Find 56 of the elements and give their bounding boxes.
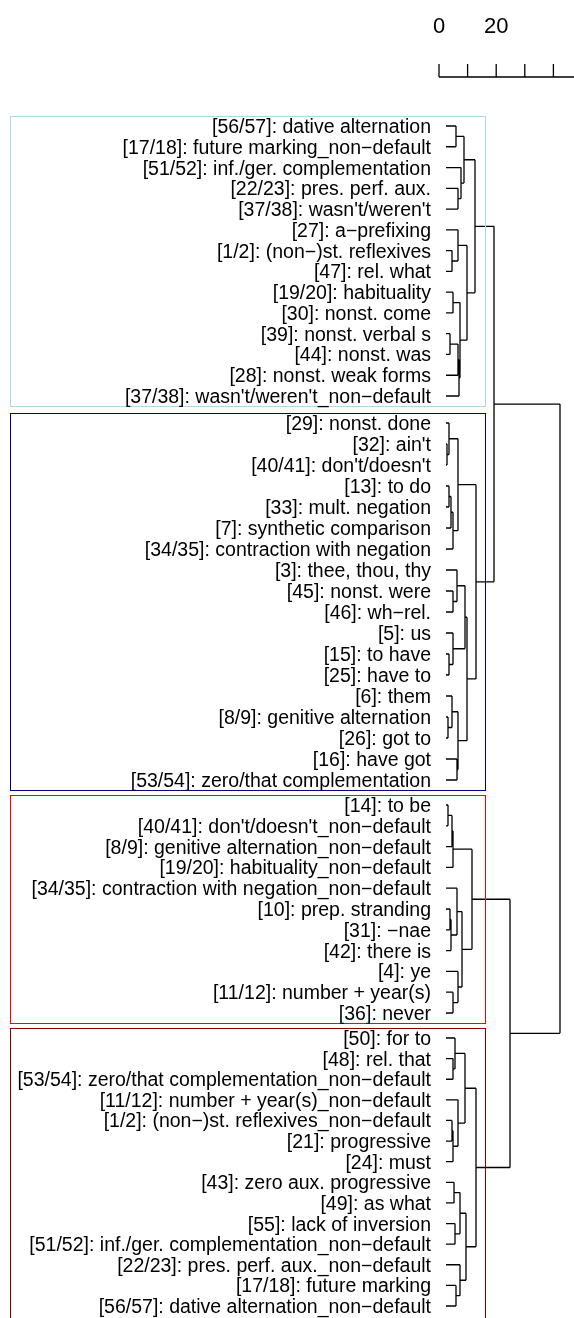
leaf-label: [26]: got to bbox=[338, 728, 431, 749]
leaf-label: [34/35]: contraction with negation bbox=[144, 539, 431, 560]
leaf-label: [47]: rel. what bbox=[313, 261, 431, 283]
leaf-label: [56/57]: dative alternation bbox=[212, 116, 431, 137]
leaf-label: [44]: nonst. was bbox=[294, 344, 431, 366]
leaf-label: [15]: to have bbox=[323, 644, 431, 665]
leaf-label: [40/41]: don't/doesn't bbox=[251, 455, 431, 476]
leaf-label: [34/35]: contraction with negation_non−default bbox=[31, 878, 431, 900]
leaf-label: [48]: rel. that bbox=[322, 1048, 431, 1070]
cluster-frame bbox=[10, 795, 486, 1024]
leaf-label: [19/20]: habituality bbox=[272, 282, 431, 304]
leaf-label: [45]: nonst. were bbox=[286, 581, 431, 602]
leaf-label: [29]: nonst. done bbox=[285, 413, 431, 434]
leaf-label: [31]: −nae bbox=[343, 919, 431, 941]
leaf-label: [22/23]: pres. perf. aux. bbox=[230, 178, 431, 200]
leaf-label: [3]: thee, thou, thy bbox=[274, 560, 431, 581]
leaf-label: [53/54]: zero/that complementation bbox=[130, 770, 431, 791]
leaf-label: [28]: nonst. weak forms bbox=[229, 365, 431, 387]
leaf-label: [53/54]: zero/that complementation_non−default bbox=[17, 1069, 431, 1091]
leaf-label: [17/18]: future marking_non−default bbox=[122, 136, 431, 158]
leaf-label: [49]: as what bbox=[320, 1192, 431, 1214]
leaf-label: [46]: wh−rel. bbox=[324, 602, 431, 623]
leaf-label: [42]: there is bbox=[323, 940, 431, 962]
axis-tick-label: 0 bbox=[433, 14, 446, 38]
cluster-frame bbox=[10, 116, 486, 407]
leaf-label: [39]: nonst. verbal s bbox=[260, 323, 431, 345]
leaf-label: [21]: progressive bbox=[286, 1131, 431, 1153]
leaf-label: [11/12]: number + year(s) bbox=[212, 982, 431, 1004]
leaf-label: [13]: to do bbox=[344, 476, 431, 497]
leaf-label: [7]: synthetic comparison bbox=[215, 518, 431, 539]
leaf-label: [1/2]: (non−)st. reflexives bbox=[216, 240, 431, 262]
leaf-label: [10]: prep. stranding bbox=[257, 899, 431, 920]
axis-tick-label: 20 bbox=[484, 14, 509, 38]
leaf-label: [51/52]: inf./ger. complementation_non−default bbox=[29, 1234, 431, 1256]
leaf-label: [30]: nonst. come bbox=[281, 302, 431, 324]
leaf-label: [32]: ain't bbox=[352, 434, 431, 455]
leaf-label: [5]: us bbox=[377, 623, 431, 644]
leaf-label: [56/57]: dative alternation_non−default bbox=[98, 1296, 431, 1317]
leaf-label: [6]: them bbox=[355, 686, 431, 707]
leaf-label: [33]: mult. negation bbox=[265, 497, 431, 518]
leaf-label: [36]: never bbox=[338, 1003, 431, 1024]
leaf-label: [14]: to be bbox=[344, 795, 431, 816]
cluster-frame bbox=[10, 413, 486, 791]
leaf-label: [43]: zero aux. progressive bbox=[201, 1172, 431, 1194]
leaf-label: [55]: lack of inversion bbox=[247, 1213, 431, 1235]
cluster-frame bbox=[10, 1028, 486, 1318]
leaf-label: [16]: have got bbox=[312, 749, 431, 770]
leaf-label: [8/9]: genitive alternation bbox=[218, 707, 431, 728]
leaf-label: [50]: for to bbox=[343, 1028, 431, 1049]
leaf-label: [25]: have to bbox=[323, 665, 431, 686]
leaf-label: [4]: ye bbox=[377, 961, 431, 983]
leaf-label: [37/38]: wasn't/weren't bbox=[238, 199, 431, 221]
leaf-label: [40/41]: don't/doesn't_non−default bbox=[137, 815, 431, 837]
leaf-label: [37/38]: wasn't/weren't_non−default bbox=[124, 386, 431, 407]
leaf-label: [24]: must bbox=[345, 1151, 431, 1173]
leaf-label: [27]: a−prefixing bbox=[291, 219, 431, 241]
